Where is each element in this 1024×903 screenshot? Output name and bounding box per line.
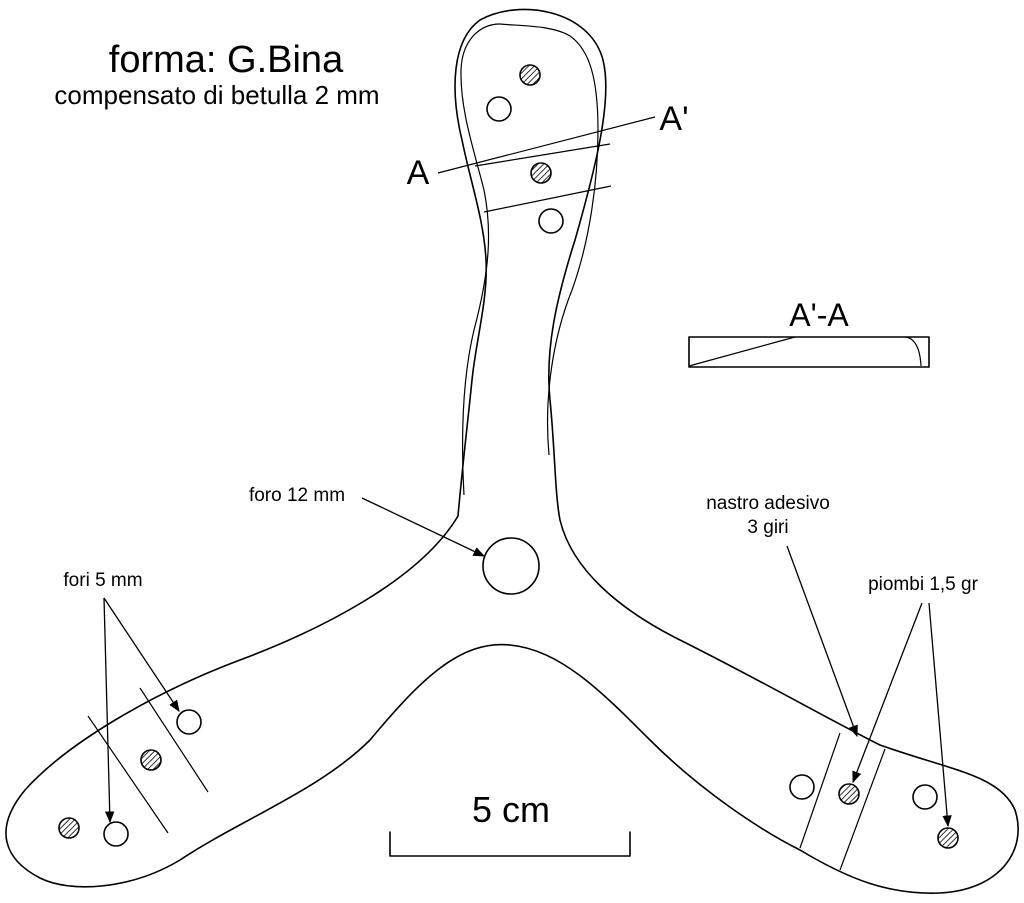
- right-hole-2: [912, 784, 938, 810]
- tape-leader: [786, 545, 858, 738]
- left-weight-1: [140, 749, 162, 771]
- right-band-line-1: [799, 732, 841, 849]
- upper-hole-2: [538, 208, 564, 234]
- left-band-line-2: [139, 687, 209, 793]
- weights-note: piombi 1,5 gr: [868, 574, 979, 595]
- section-start-label: A: [407, 154, 430, 192]
- section-view-bevel-right: [904, 336, 922, 367]
- upper-arm-inner-line-right: [499, 23, 599, 456]
- center-hole-note: foro 12 mm: [249, 485, 345, 506]
- right-weight-1: [838, 783, 860, 805]
- left-hole-1: [176, 709, 202, 735]
- upper-weight-1: [519, 64, 541, 86]
- tape-note-line1: nastro adesivo: [706, 493, 830, 514]
- upper-band-line-2: [483, 185, 612, 213]
- section-cut-line: [437, 116, 656, 174]
- weights-leader-1: [852, 602, 923, 784]
- section-view-bevel-left: [688, 336, 796, 367]
- section-view-title: A'-A: [789, 297, 849, 333]
- holes-leader-2: [103, 597, 115, 824]
- scale-bar-label: 5 cm: [472, 789, 550, 830]
- left-hole-2: [103, 821, 129, 847]
- weights-leader-2: [928, 602, 952, 828]
- drawing-subtitle: compensato di betulla 2 mm: [54, 80, 379, 110]
- holes-note: fori 5 mm: [63, 570, 142, 591]
- holes-leader-1: [103, 597, 180, 712]
- drawing-title: forma: G.Bina: [109, 39, 344, 81]
- section-view-profile: [688, 336, 930, 368]
- right-weight-2: [937, 827, 959, 849]
- upper-band-line-1: [474, 143, 611, 167]
- center-hole: [482, 537, 540, 595]
- tape-note-line2: 3 giri: [747, 517, 788, 538]
- left-band-line-1: [87, 715, 169, 834]
- boomerang-outline: [5, 8, 1019, 894]
- left-weight-2: [58, 817, 80, 839]
- upper-hole-1: [486, 96, 512, 122]
- right-band-line-2: [839, 748, 886, 871]
- scale-bar: [389, 831, 631, 857]
- center-hole-leader: [361, 497, 486, 557]
- upper-arm-inner-line-left: [460, 23, 501, 496]
- section-end-label: A': [659, 100, 688, 138]
- upper-weight-2: [530, 162, 552, 184]
- right-hole-1: [789, 774, 815, 800]
